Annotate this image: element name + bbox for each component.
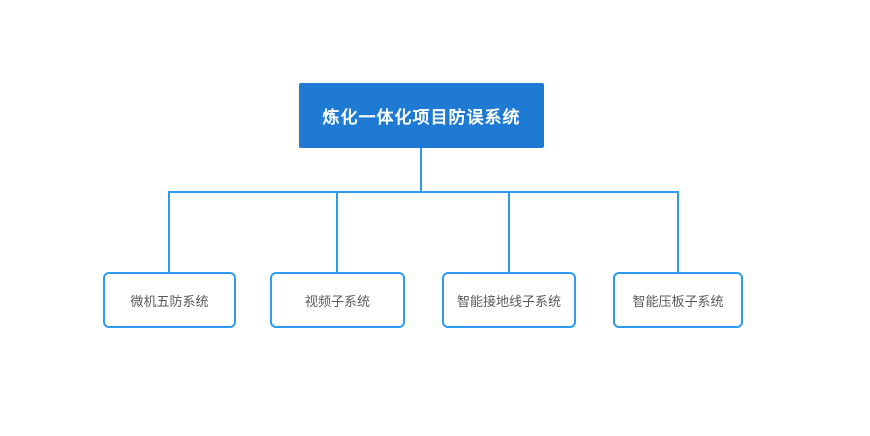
child-node-wujifang[interactable]: 微机五防系统 <box>103 272 236 328</box>
child-node-grounding-wire[interactable]: 智能接地线子系统 <box>442 272 576 328</box>
root-node[interactable]: 炼化一体化项目防误系统 <box>299 83 544 148</box>
connector-horizontal-bus <box>168 191 679 193</box>
child-node-pressure-plate[interactable]: 智能压板子系统 <box>613 272 743 328</box>
connector-child-1-stem <box>168 191 170 272</box>
connector-root-stem <box>420 148 422 192</box>
connector-child-4-stem <box>677 191 679 272</box>
child-node-video[interactable]: 视频子系统 <box>270 272 405 328</box>
connector-child-3-stem <box>508 191 510 272</box>
connector-child-2-stem <box>336 191 338 272</box>
